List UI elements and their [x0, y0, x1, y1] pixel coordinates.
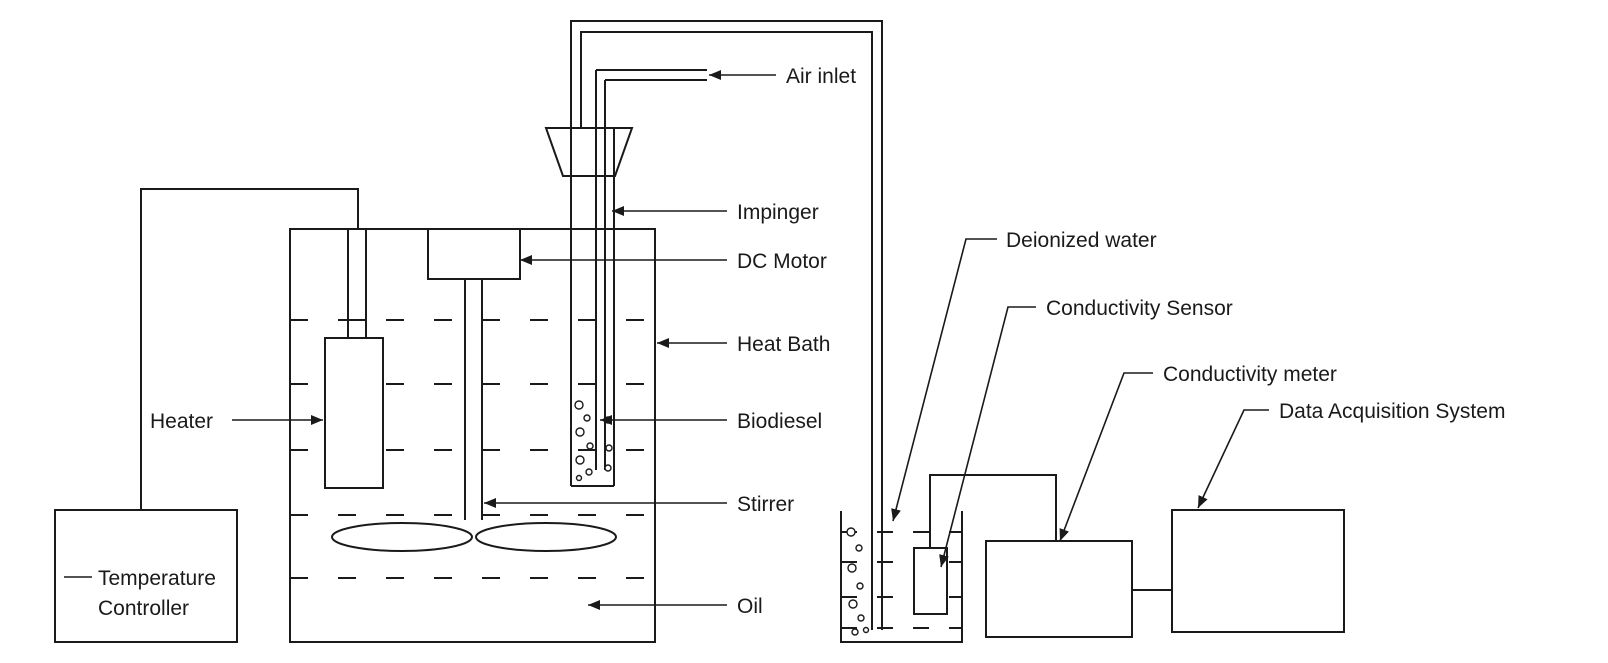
- label-temperature: Temperature: [98, 567, 216, 590]
- label-controller: Controller: [98, 597, 189, 620]
- label-conductivity-meter: Conductivity meter: [1163, 363, 1337, 386]
- label-stirrer: Stirrer: [737, 493, 794, 516]
- dc-motor: [427, 228, 521, 280]
- label-deionized-water: Deionized water: [1006, 229, 1157, 252]
- label-data-acquisition: Data Acquisition System: [1279, 400, 1505, 423]
- label-air-inlet: Air inlet: [786, 65, 856, 88]
- deionized-water-vessel: [840, 511, 963, 643]
- label-dc-motor: DC Motor: [737, 250, 827, 273]
- label-biodiesel: Biodiesel: [737, 410, 822, 433]
- label-oil: Oil: [737, 595, 763, 618]
- heater: [324, 229, 384, 489]
- impinger: [544, 69, 707, 487]
- gas-line: [570, 20, 883, 630]
- conductivity-meter: [985, 540, 1133, 638]
- data-acquisition-system: [1132, 509, 1345, 633]
- label-heater: Heater: [150, 410, 213, 433]
- label-heat-bath: Heat Bath: [737, 333, 830, 356]
- label-conductivity-sensor: Conductivity Sensor: [1046, 297, 1233, 320]
- biodiesel-bubbles: [574, 400, 613, 482]
- label-impinger: Impinger: [737, 201, 819, 224]
- temperature-controller: [54, 188, 359, 643]
- leader-arrows: [64, 70, 1269, 610]
- stirrer: [331, 279, 617, 552]
